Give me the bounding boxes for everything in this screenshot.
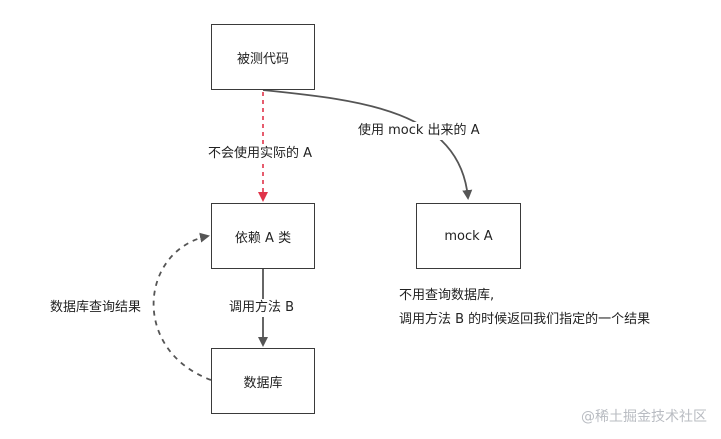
note-line-2: 调用方法 B 的时候返回我们指定的一个结果: [399, 312, 651, 327]
label-use-mock: 使用 mock 出来的 A: [358, 122, 480, 140]
watermark: @稀土掘金技术社区: [581, 409, 707, 425]
edge-use-mock: [262, 89, 473, 200]
note-description: 不用查询数据库, 调用方法 B 的时候返回我们指定的一个结果: [399, 284, 650, 332]
label-not-use-real: 不会使用实际的 A: [208, 145, 313, 163]
edge-query-result: [152, 232, 212, 381]
label-call-method: 调用方法 B: [229, 299, 295, 317]
node-mock-a: mock A: [416, 203, 521, 269]
node-database: 数据库: [211, 348, 315, 414]
node-depend-a: 依赖 A 类: [211, 203, 315, 269]
label-query-result: 数据库查询结果: [50, 299, 142, 317]
node-tested-code: 被测代码: [211, 24, 315, 90]
note-line-1: 不用查询数据库,: [399, 288, 495, 303]
